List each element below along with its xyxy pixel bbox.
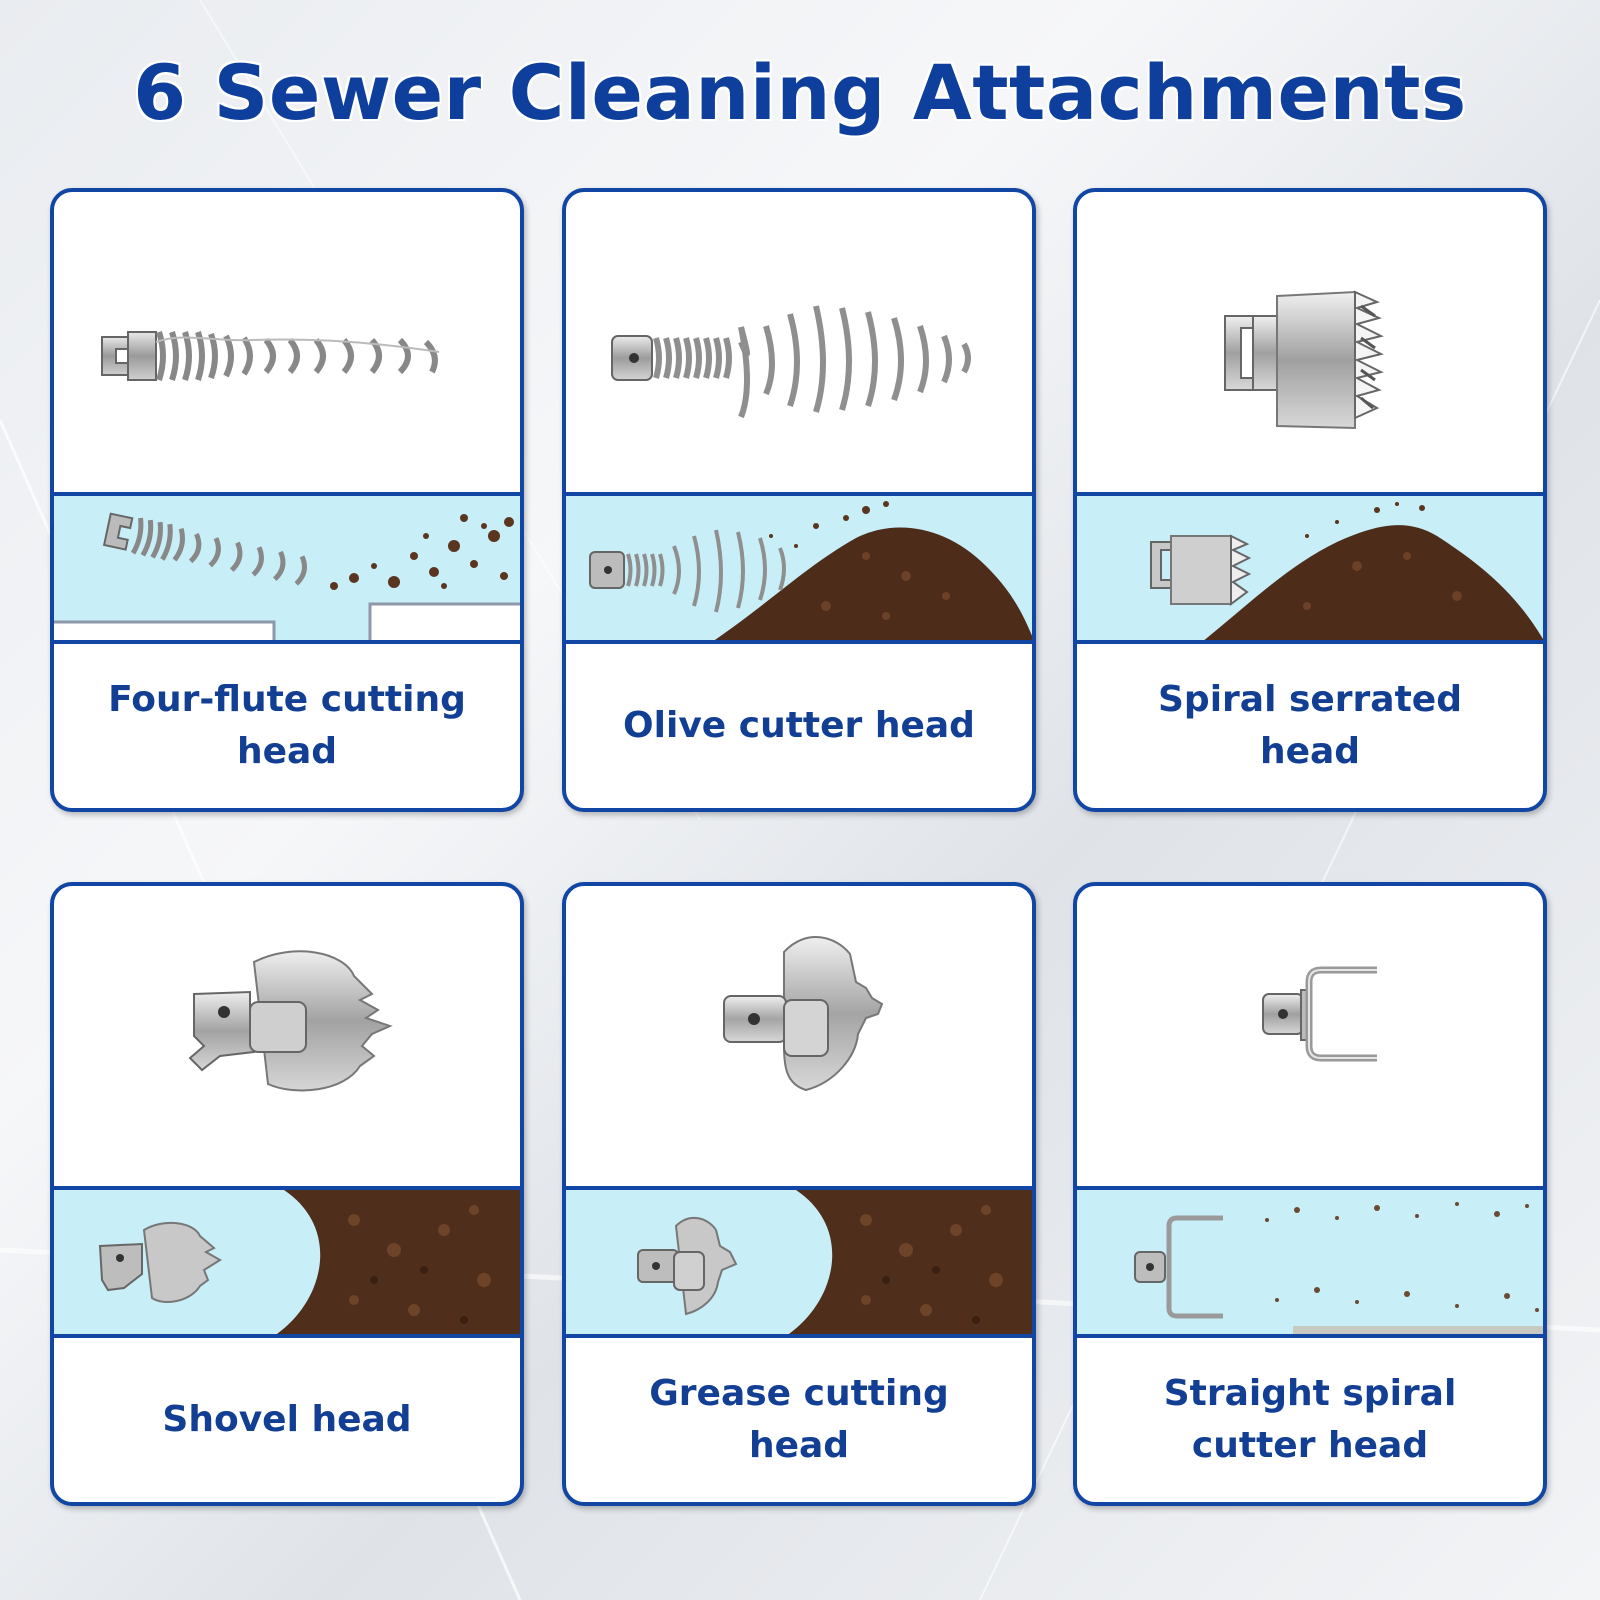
action-scene [1077, 492, 1543, 644]
page-title: 6 Sewer Cleaning Attachments [133, 48, 1467, 137]
shovel-head-icon [188, 950, 393, 1092]
grease-cutting-head-icon [723, 936, 884, 1092]
action-scene [1077, 1186, 1543, 1338]
action-scene [566, 492, 1032, 644]
attachment-label: Shovel head [162, 1399, 412, 1440]
attachment-label: Four-flute cutting head [108, 679, 466, 772]
four-flute-cutting-head-icon [101, 331, 440, 381]
attachment-card-straight-spiral: Straight spiral cutter head [1073, 882, 1547, 1506]
attachment-card-spiral-serrated: Spiral serrated head [1073, 188, 1547, 812]
attachment-label: Grease cutting head [649, 1373, 949, 1466]
attachment-label: Straight spiral cutter head [1163, 1373, 1457, 1466]
action-scene [54, 492, 520, 644]
olive-cutter-head-icon [611, 305, 971, 419]
attachment-card-four-flute: Four-flute cutting head [50, 188, 524, 812]
attachment-label: Spiral serrated head [1158, 679, 1462, 772]
attachment-card-olive-cutter: Olive cutter head [562, 188, 1036, 812]
attachment-label: Olive cutter head [623, 705, 975, 746]
action-scene [54, 1186, 520, 1338]
straight-spiral-cutter-head-icon [1262, 966, 1377, 1062]
action-scene [566, 1186, 1032, 1338]
spiral-serrated-head-icon [1224, 290, 1384, 430]
attachment-card-grease-cutting: Grease cutting head [562, 882, 1036, 1506]
attachment-card-shovel: Shovel head [50, 882, 524, 1506]
